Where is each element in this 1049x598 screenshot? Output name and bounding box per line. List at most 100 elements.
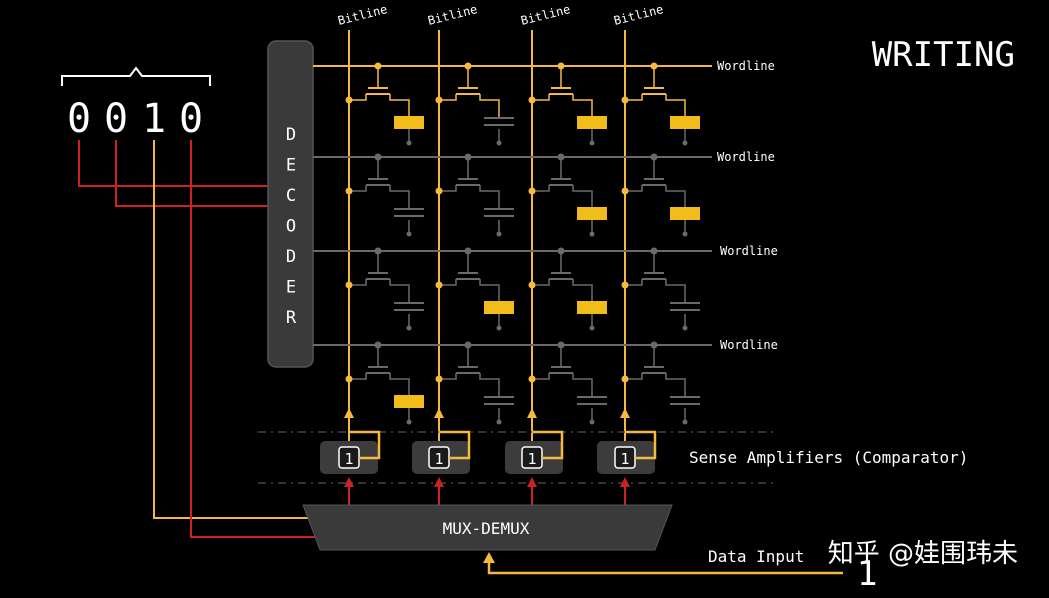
bitline-label: Bitline bbox=[336, 2, 388, 28]
cell-ground-node bbox=[496, 231, 502, 237]
cell-ground-node bbox=[589, 325, 595, 331]
decoder-letter: E bbox=[286, 278, 296, 298]
decoder-letter: R bbox=[286, 308, 297, 328]
cell-gate-node bbox=[374, 153, 382, 161]
wordline-label: Wordline bbox=[717, 59, 775, 73]
cell-drain bbox=[479, 279, 500, 303]
cell-drain bbox=[389, 185, 410, 209]
cell-drain bbox=[479, 185, 500, 209]
cell-ground-node bbox=[589, 419, 595, 425]
cell-bitline-node bbox=[345, 187, 353, 195]
bitline-arrow bbox=[527, 408, 537, 418]
data-input-value: 1 bbox=[857, 554, 877, 594]
cell-ground-node bbox=[589, 231, 595, 237]
cell-source bbox=[349, 373, 367, 380]
cell-gate-node bbox=[464, 341, 472, 349]
cell-capacitor-charged bbox=[577, 116, 607, 129]
memory-cell bbox=[528, 62, 607, 146]
memory-cell bbox=[345, 62, 424, 146]
cell-drain bbox=[665, 373, 686, 397]
decoder-letter: O bbox=[286, 217, 296, 237]
cell-source bbox=[349, 94, 367, 101]
memory-cell bbox=[345, 153, 424, 237]
cell-bitline-node bbox=[345, 281, 353, 289]
sense-amp-value: 1 bbox=[344, 450, 353, 468]
mux-output-arrow bbox=[620, 477, 630, 487]
cell-ground-node bbox=[496, 140, 502, 146]
memory-cell bbox=[528, 341, 607, 425]
address-wire-bit1 bbox=[115, 140, 268, 207]
memory-cell bbox=[435, 247, 514, 331]
cell-gate-node bbox=[650, 153, 658, 161]
cell-gate-node bbox=[650, 341, 658, 349]
cell-ground-node bbox=[406, 325, 412, 331]
cell-bitline-node bbox=[345, 96, 353, 104]
cell-drain bbox=[479, 373, 500, 397]
cell-capacitor-charged bbox=[670, 116, 700, 129]
memory-cell bbox=[435, 341, 514, 425]
cell-ground-node bbox=[406, 140, 412, 146]
cell-ground-node bbox=[682, 325, 688, 331]
sense-amp-label: Sense Amplifiers (Comparator) bbox=[689, 448, 968, 467]
cell-gate-node bbox=[464, 153, 472, 161]
memory-cell bbox=[435, 153, 514, 237]
sense-amp-value: 1 bbox=[434, 450, 443, 468]
cell-bitline-node bbox=[621, 375, 629, 383]
wordline-label: Wordline bbox=[720, 338, 778, 352]
diagram-title: WRITING bbox=[872, 35, 1015, 75]
mux-output-arrow bbox=[434, 477, 444, 487]
bitline-arrow bbox=[434, 408, 444, 418]
cell-bitline-node bbox=[435, 281, 443, 289]
address-wires bbox=[78, 140, 318, 538]
cell-ground-node bbox=[682, 231, 688, 237]
sense-amp-feedback bbox=[625, 430, 657, 460]
mux-output-arrow bbox=[527, 477, 537, 487]
cell-source bbox=[439, 279, 457, 286]
cell-capacitor-charged bbox=[394, 395, 424, 408]
address-bit: 0 bbox=[67, 96, 91, 142]
cell-source bbox=[349, 279, 367, 286]
cell-drain bbox=[572, 94, 593, 118]
cell-gate-node bbox=[650, 62, 658, 70]
cell-drain bbox=[665, 94, 686, 118]
cell-source bbox=[439, 185, 457, 192]
sense-amp-value: 1 bbox=[527, 450, 536, 468]
memory-cell bbox=[435, 62, 514, 146]
cell-source bbox=[625, 185, 643, 192]
cell-capacitor-charged bbox=[484, 301, 514, 314]
cell-capacitor-charged bbox=[394, 116, 424, 129]
cell-source bbox=[532, 94, 550, 101]
cell-bitline-node bbox=[435, 96, 443, 104]
cell-ground-node bbox=[496, 325, 502, 331]
decoder-letter: D bbox=[286, 125, 296, 145]
cell-drain bbox=[572, 185, 593, 209]
memory-cell bbox=[345, 247, 424, 331]
decoder-letter: E bbox=[286, 156, 296, 176]
cell-bitline-node bbox=[621, 187, 629, 195]
cell-drain bbox=[479, 94, 500, 118]
mux-output-arrow bbox=[344, 477, 354, 487]
cell-source bbox=[532, 185, 550, 192]
memory-cell bbox=[621, 341, 700, 425]
cell-bitline-node bbox=[345, 375, 353, 383]
cell-source bbox=[439, 94, 457, 101]
decoder-block bbox=[267, 40, 314, 368]
cell-capacitor-charged bbox=[577, 301, 607, 314]
memory-cell bbox=[621, 247, 700, 331]
address-bit: 1 bbox=[142, 96, 166, 142]
cell-gate-node bbox=[374, 341, 382, 349]
cell-bitline-node bbox=[435, 187, 443, 195]
data-input-wire bbox=[483, 552, 843, 575]
watermark: 知乎 @娃围玮未 bbox=[828, 539, 1018, 569]
decoder-letter: C bbox=[286, 186, 296, 206]
memory-cell bbox=[621, 153, 700, 237]
cell-bitline-node bbox=[528, 375, 536, 383]
memory-cell bbox=[621, 62, 700, 146]
cell-source bbox=[625, 373, 643, 380]
bitline-label: Bitline bbox=[519, 2, 571, 28]
mux-demux-label: MUX-DEMUX bbox=[443, 519, 530, 538]
